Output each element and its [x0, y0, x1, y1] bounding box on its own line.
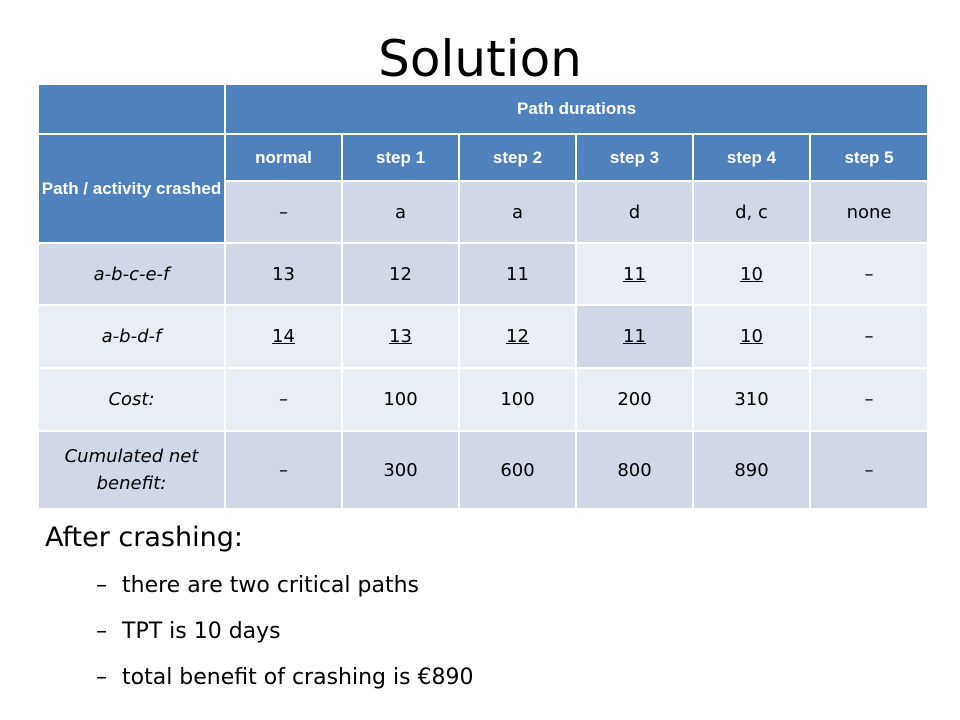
table-row: a-b-c-e-f 13 12 11 11 10 – — [37, 242, 930, 306]
column-header-step-5: step 5 — [808, 133, 930, 182]
bullet-text: total benefit of crashing is €890 — [122, 665, 474, 690]
crashed-activity-normal: – — [224, 180, 343, 244]
crashed-activity-step-2: a — [458, 180, 577, 244]
crashed-activity-step-3: d — [575, 180, 694, 244]
table-cell: – — [808, 304, 930, 369]
table-cell: 890 — [692, 430, 811, 510]
bullet-dash: – — [96, 573, 107, 598]
table-row: Cost: – 100 100 200 310 – — [37, 367, 930, 432]
table-cell: 200 — [575, 367, 694, 432]
table-cell: 300 — [341, 430, 460, 510]
bullet-dash: – — [96, 665, 107, 690]
row-label-cost: Cost: — [37, 367, 226, 432]
bullet-text: there are two critical paths — [122, 573, 419, 598]
table-cell: 13 — [224, 242, 343, 306]
slide-title: Solution — [378, 30, 582, 88]
critical-duration: 14 — [272, 326, 295, 347]
path-durations-table: Path durations Path / activity crashed n… — [37, 83, 930, 510]
table-cell: 600 — [458, 430, 577, 510]
after-crashing-heading: After crashing: — [45, 522, 243, 553]
critical-duration: 11 — [623, 326, 646, 347]
table-cell: 100 — [341, 367, 460, 432]
table-cell: – — [224, 430, 343, 510]
column-header-normal: normal — [224, 133, 343, 182]
table-cell: 100 — [458, 367, 577, 432]
table-cell: – — [224, 367, 343, 432]
crashed-activity-step-5: none — [808, 180, 930, 244]
table-cell: 13 — [341, 304, 460, 369]
conclusion-list: –there are two critical paths –TPT is 10… — [96, 566, 474, 704]
column-header-step-4: step 4 — [692, 133, 811, 182]
row-label-path-a-b-d-f: a-b-d-f — [37, 304, 226, 369]
critical-duration: 11 — [623, 263, 646, 285]
corner-blank-cell — [37, 83, 226, 135]
table-cell: 11 — [458, 242, 577, 306]
critical-duration: 10 — [740, 263, 763, 285]
row-label-cumulated-net-benefit: Cumulated net benefit: — [37, 430, 226, 510]
list-item: –total benefit of crashing is €890 — [96, 658, 474, 704]
table-cell: 12 — [341, 242, 460, 306]
table-cell: 12 — [458, 304, 577, 369]
column-header-step-2: step 2 — [458, 133, 577, 182]
list-item: –TPT is 10 days — [96, 612, 474, 658]
table-cell: – — [808, 242, 930, 306]
critical-duration: 13 — [389, 326, 412, 347]
list-item: –there are two critical paths — [96, 566, 474, 612]
path-activity-crashed-header: Path / activity crashed — [37, 133, 226, 244]
table-cell: 14 — [224, 304, 343, 369]
crashed-activity-step-1: a — [341, 180, 460, 244]
bullet-text: TPT is 10 days — [122, 619, 281, 644]
table-cell: – — [808, 367, 930, 432]
crashed-activity-step-4: d, c — [692, 180, 811, 244]
table-row: Cumulated net benefit: – 300 600 800 890… — [37, 430, 930, 510]
table-cell: 310 — [692, 367, 811, 432]
bullet-dash: – — [96, 619, 107, 644]
table-cell: 800 — [575, 430, 694, 510]
column-header-step-3: step 3 — [575, 133, 694, 182]
critical-duration: 12 — [506, 326, 529, 347]
path-durations-header: Path durations — [223, 83, 930, 135]
table-row: a-b-d-f 14 13 12 11 10 – — [37, 304, 930, 369]
table-cell: – — [808, 430, 930, 510]
row-label-path-a-b-c-e-f: a-b-c-e-f — [37, 242, 226, 306]
table-cell: 11 — [575, 242, 694, 306]
column-header-step-1: step 1 — [341, 133, 460, 182]
table-cell: 10 — [692, 242, 811, 306]
table-cell: 10 — [692, 304, 811, 369]
table-cell: 11 — [575, 304, 694, 369]
critical-duration: 10 — [740, 326, 763, 347]
